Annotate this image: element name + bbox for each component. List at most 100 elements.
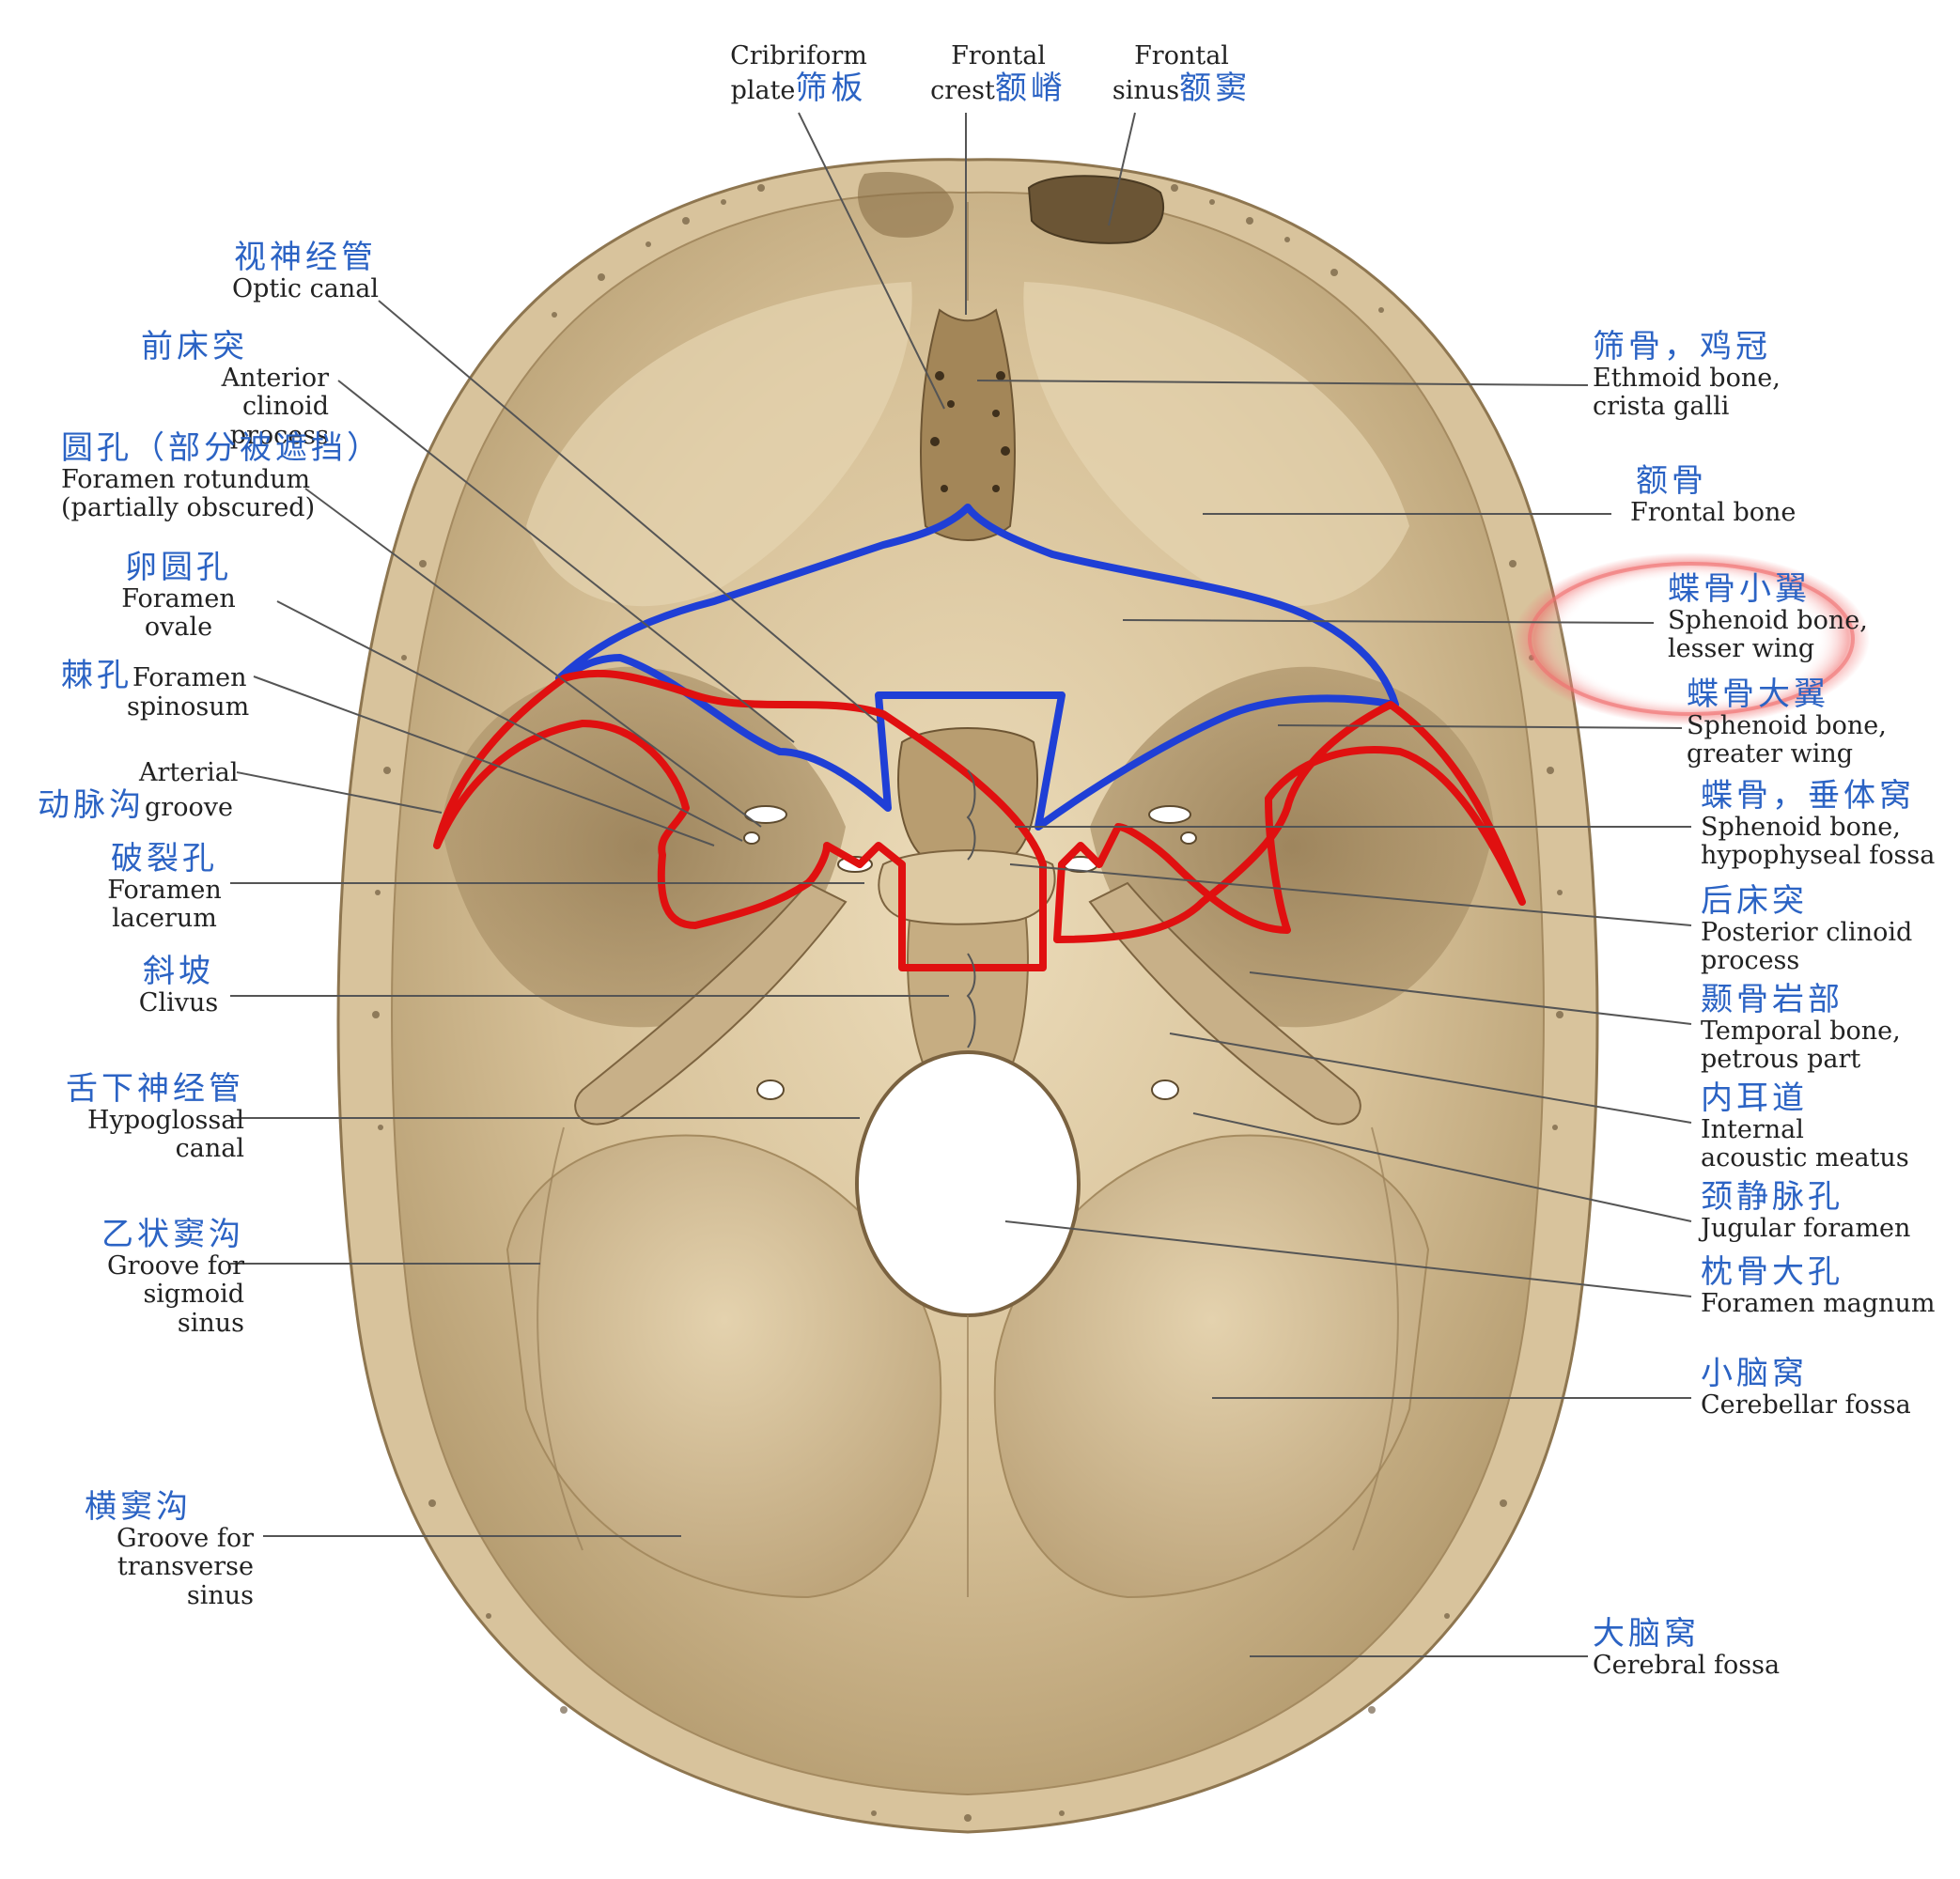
- label-sigmoid-groove: 乙状窦沟 Groove for sigmoid sinus: [66, 1217, 244, 1338]
- label-petrous-part: 颞骨岩部 Temporal bone, petrous part: [1701, 982, 1945, 1075]
- label-en: Cribriform: [730, 41, 867, 70]
- label-foramen-rotundum: 圆孔（部分被遮挡） Foramen rotundum (partially ob…: [61, 430, 381, 523]
- label-zh: 蝶骨大翼: [1687, 676, 1829, 713]
- label-lesser-wing: 蝶骨小翼 Sphenoid bone, lesser wing: [1668, 571, 1884, 664]
- petrous-ridge-right: [1088, 881, 1361, 1126]
- label-zh: 筛板: [795, 70, 867, 108]
- lesser-wing-outline: [555, 504, 1399, 831]
- label-transverse-groove: 横窦沟 Groove for transverse sinus: [85, 1489, 254, 1610]
- label-greater-wing: 蝶骨大翼 Sphenoid bone, greater wing: [1687, 676, 1903, 769]
- label-en: Anterior clinoid: [221, 364, 329, 422]
- label-foramen-lacerum: 破裂孔 Foramen lacerum: [85, 841, 244, 934]
- label-en: spinosum: [127, 692, 250, 722]
- label-en: Foramen ovale: [121, 584, 236, 643]
- label-en: (partially obscured): [61, 493, 316, 523]
- label-hypophyseal-fossa: 蝶骨，垂体窝 Sphenoid bone, hypophyseal fossa: [1701, 778, 1945, 871]
- label-en: transverse: [117, 1552, 254, 1582]
- label-zh: 后床突: [1701, 882, 1808, 920]
- anterior-fossa-left: [526, 282, 912, 607]
- diploe-dots: [372, 184, 1563, 1822]
- sella-turcica: [897, 727, 1038, 863]
- frontal-sinus-cavity: [1027, 175, 1165, 244]
- crista-galli: [920, 308, 1016, 541]
- label-zh: 棘孔: [61, 657, 132, 694]
- label-en: lesser wing: [1668, 634, 1815, 664]
- label-cerebral-fossa: 大脑窝 Cerebral fossa: [1593, 1616, 1837, 1680]
- highlight-circle-ring: [1528, 562, 1855, 716]
- cerebellar-fossa-right: [993, 1134, 1430, 1599]
- label-optic-canal: 视神经管 Optic canal: [216, 240, 395, 303]
- label-en: Foramen: [132, 663, 247, 692]
- label-en: Frontal: [1134, 41, 1229, 70]
- label-zh: 大脑窝: [1593, 1615, 1700, 1653]
- label-zh: 乙状窦沟: [101, 1216, 244, 1253]
- label-en: Cerebellar fossa: [1701, 1390, 1911, 1421]
- label-en: sinus: [177, 1308, 244, 1338]
- label-en: Optic canal: [232, 274, 379, 304]
- label-en: acoustic meatus: [1701, 1143, 1909, 1173]
- label-arterial-groove: Arterial 动脉沟groove: [38, 758, 254, 825]
- label-cerebellar-fossa: 小脑窝 Cerebellar fossa: [1701, 1356, 1945, 1420]
- label-zh: 横窦沟: [85, 1488, 192, 1526]
- label-en: Sphenoid bone,: [1668, 606, 1868, 636]
- greater-wing-outline-left: [433, 669, 1047, 971]
- label-foramen-ovale: 卵圆孔 Foramen ovale: [85, 550, 272, 643]
- label-en: Ethmoid bone,: [1593, 364, 1781, 394]
- label-en: hypophyseal fossa: [1701, 841, 1936, 871]
- label-jugular-foramen: 颈静脉孔 Jugular foramen: [1701, 1179, 1945, 1243]
- ethmoid-foramina: [930, 371, 1010, 492]
- label-en: crest: [930, 76, 995, 106]
- label-en: Posterior clinoid: [1701, 918, 1913, 948]
- label-zh: 颈静脉孔: [1701, 1178, 1843, 1216]
- label-en: sigmoid: [143, 1280, 244, 1310]
- label-frontal-crest: Frontal crest额嵴: [916, 41, 1081, 106]
- label-en: Hypoglossal: [87, 1106, 244, 1136]
- dorsum-sellae: [878, 849, 1056, 925]
- label-en: Cerebral fossa: [1593, 1651, 1781, 1681]
- leader-lines: [230, 112, 1692, 1657]
- label-en: process: [1701, 946, 1800, 976]
- label-en: Internal: [1701, 1115, 1804, 1145]
- label-en: petrous part: [1701, 1045, 1861, 1075]
- label-en: Groove for: [107, 1251, 244, 1281]
- label-frontal-sinus: Frontal sinus额窦: [1099, 41, 1264, 108]
- label-zh: 颞骨岩部: [1701, 981, 1843, 1018]
- label-en: greater wing: [1687, 739, 1854, 769]
- label-zh: 卵圆孔: [125, 549, 232, 586]
- label-en: Arterial: [139, 758, 239, 787]
- label-en: Sphenoid bone,: [1687, 711, 1887, 741]
- anterior-fossa-right: [1023, 282, 1409, 607]
- label-foramen-spinosum: 棘孔Foramen spinosum: [61, 658, 277, 722]
- label-zh: 额窦: [1179, 70, 1252, 108]
- label-zh: 蝶骨，垂体窝: [1701, 777, 1915, 815]
- label-cribriform-plate: Cribriform plate筛板: [723, 41, 874, 108]
- label-en: Foramen: [107, 876, 222, 906]
- label-en: Frontal: [951, 41, 1046, 70]
- label-zh: 枕骨大孔: [1701, 1253, 1843, 1291]
- label-clivus: 斜坡 Clivus: [113, 954, 244, 1017]
- label-en: Foramen rotundum: [61, 465, 311, 495]
- label-zh: 内耳道: [1701, 1079, 1808, 1117]
- label-zh: 额骨: [1636, 462, 1707, 500]
- label-ethmoid-bone: 筛骨，鸡冠 Ethmoid bone, crista galli: [1593, 329, 1837, 422]
- label-zh: 蝶骨小翼: [1668, 570, 1811, 608]
- label-en: Clivus: [138, 988, 219, 1018]
- label-en: plate: [730, 76, 796, 106]
- label-zh: 视神经管: [234, 239, 377, 276]
- suture-lines: [537, 202, 1399, 1597]
- label-en: Frontal bone: [1630, 498, 1797, 528]
- label-en: Foramen magnum: [1701, 1289, 1936, 1319]
- cerebellar-fossa-left: [506, 1134, 942, 1599]
- label-en: lacerum: [112, 904, 217, 934]
- label-en: Groove for: [117, 1524, 254, 1554]
- frontal-sinus-left: [857, 172, 954, 238]
- label-anterior-clinoid: 前床突 Anterior clinoid process: [141, 329, 329, 450]
- label-zh: 动脉沟: [38, 786, 145, 825]
- label-foramen-magnum: 枕骨大孔 Foramen magnum: [1701, 1254, 1945, 1318]
- label-zh: 筛骨，鸡冠: [1593, 328, 1771, 365]
- foramen-magnum: [855, 1050, 1081, 1317]
- label-zh: 圆孔（部分被遮挡）: [61, 429, 382, 467]
- label-zh: 前床突: [141, 328, 248, 365]
- label-internal-acoustic-meatus: 内耳道 Internal acoustic meatus: [1701, 1080, 1945, 1173]
